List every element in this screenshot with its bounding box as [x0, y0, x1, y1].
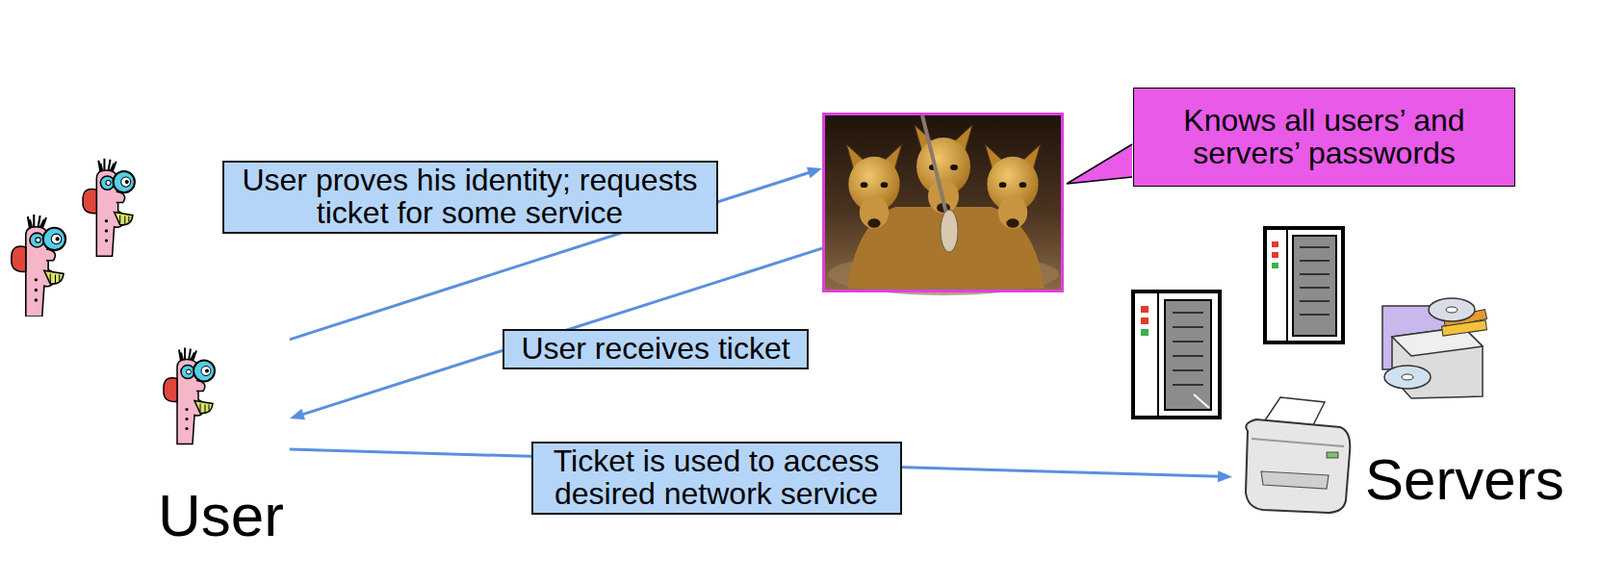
edge-label: Ticket is used to access desired network… [531, 441, 903, 515]
servers-node: Servers [1232, 385, 1595, 525]
user-figure [82, 158, 135, 258]
edge-label-text: User proves his identity; requests ticke… [241, 162, 697, 231]
callout-pointer [1066, 144, 1133, 184]
connector-line [301, 248, 823, 415]
server-tower [1133, 291, 1220, 418]
cerberus-picture [824, 114, 1062, 296]
user-figure [11, 214, 66, 317]
node-text: User [157, 481, 284, 550]
user-figure [163, 348, 215, 445]
edge-label: User receives ticket [502, 329, 809, 370]
arrowhead [1217, 470, 1233, 483]
server-tower [1264, 228, 1343, 343]
printer [1245, 397, 1350, 514]
edge-label-text: Ticket is used to access desired network… [553, 443, 880, 512]
arrowhead [289, 409, 306, 420]
node-text: Knows all users’ and servers’ passwords [1147, 104, 1501, 170]
node-text: Servers [1365, 446, 1565, 514]
edge-label: User proves his identity; requests ticke… [222, 160, 719, 233]
cd-drive [1382, 298, 1488, 399]
connector [289, 248, 823, 420]
callout-box: Knows all users’ and servers’ passwords [1133, 87, 1516, 187]
user-node: User [154, 336, 290, 554]
kdc-node: Knows all users’ and servers’ passwords [822, 112, 1064, 293]
arrowhead [806, 167, 823, 179]
edge-label-text: User receives ticket [520, 331, 790, 366]
